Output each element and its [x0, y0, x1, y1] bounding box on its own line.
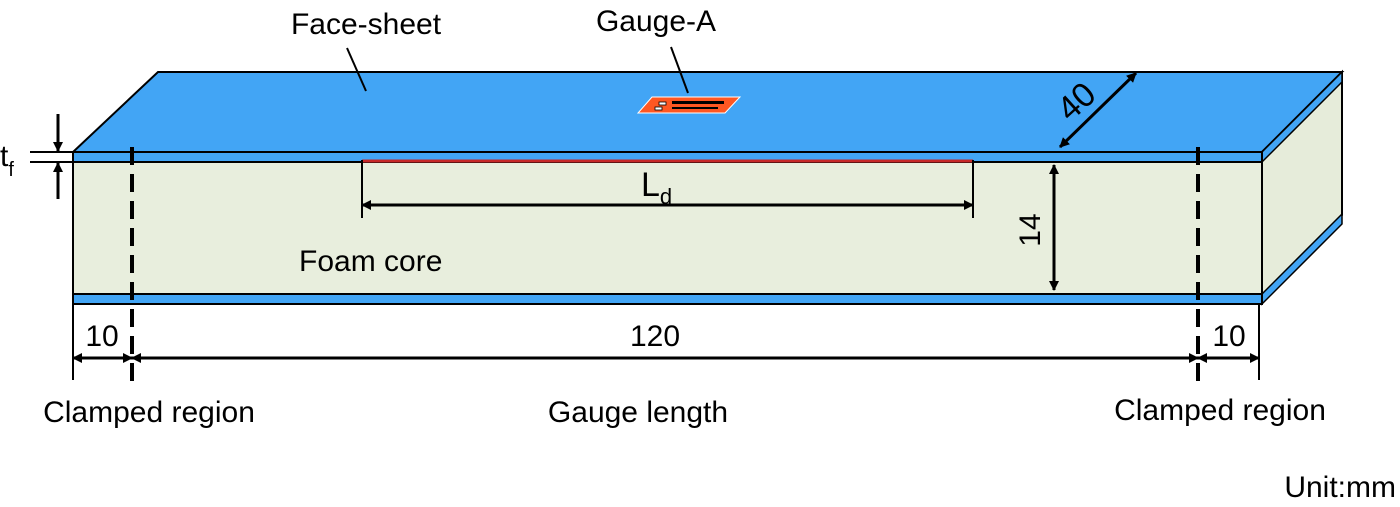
strain-gauge-a: [636, 96, 742, 114]
foam-core-label: Foam core: [299, 245, 442, 278]
clamped-region-left-label: Clamped region: [43, 396, 255, 429]
gauge-a-leader-line: [670, 46, 689, 94]
delamination-length-symbol: L: [641, 166, 660, 204]
delamination-length-label: Ld: [641, 166, 672, 209]
gauge-length-label: Gauge length: [548, 396, 728, 429]
unit-label: Unit:mm: [1284, 471, 1396, 504]
clamp-left-dimension-label: 10: [85, 320, 118, 353]
clamped-region-right-label: Clamped region: [1114, 394, 1326, 427]
face-sheet-leader-line: [346, 47, 367, 92]
face-sheet-label: Face-sheet: [291, 8, 442, 41]
width-dimension-arrow: [1058, 71, 1138, 149]
front-bottom-face-sheet: [72, 293, 1263, 305]
gauge-length-dimension-label: 120: [630, 320, 680, 353]
height-dimension-label: 14: [1014, 213, 1047, 246]
thickness-label: tf: [0, 140, 14, 181]
gauge-a-label: Gauge-A: [596, 5, 716, 38]
front-foam-core: [72, 161, 1263, 295]
thickness-subscript: f: [8, 159, 14, 181]
thickness-symbol: t: [0, 140, 9, 173]
delamination-length-subscript: d: [660, 184, 672, 209]
clamp-right-dimension-label: 10: [1212, 320, 1245, 353]
